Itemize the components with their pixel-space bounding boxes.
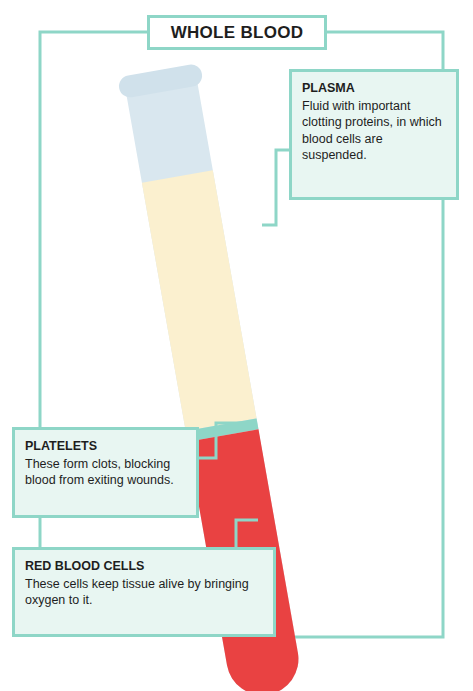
frame-line bbox=[327, 32, 443, 69]
title-box: WHOLE BLOOD bbox=[147, 15, 327, 50]
leader-lines bbox=[199, 150, 289, 547]
callout-text: These form clots, blocking blood from ex… bbox=[25, 456, 186, 489]
leader-line bbox=[262, 150, 289, 225]
diagram-title: WHOLE BLOOD bbox=[171, 23, 304, 43]
callout-heading: PLATELETS bbox=[25, 439, 186, 453]
callout-box: PLATELETS These form clots, blocking bloo… bbox=[12, 427, 199, 518]
callout-heading: PLASMA bbox=[302, 81, 446, 95]
callout-text: These cells keep tissue alive by bringin… bbox=[25, 576, 263, 609]
frame-line bbox=[276, 200, 443, 637]
plasma-layer bbox=[142, 170, 257, 431]
callout-text: Fluid with important clotting proteins, … bbox=[302, 98, 446, 163]
callout-box: PLASMA Fluid with important clotting prot… bbox=[289, 69, 459, 200]
leader-line bbox=[236, 520, 258, 547]
callout-heading: RED BLOOD CELLS bbox=[25, 559, 263, 573]
tube-cap bbox=[117, 63, 204, 99]
frame-line bbox=[39, 518, 42, 547]
callout-box: RED BLOOD CELLS These cells keep tissue a… bbox=[12, 547, 276, 637]
leader-line bbox=[199, 423, 244, 458]
